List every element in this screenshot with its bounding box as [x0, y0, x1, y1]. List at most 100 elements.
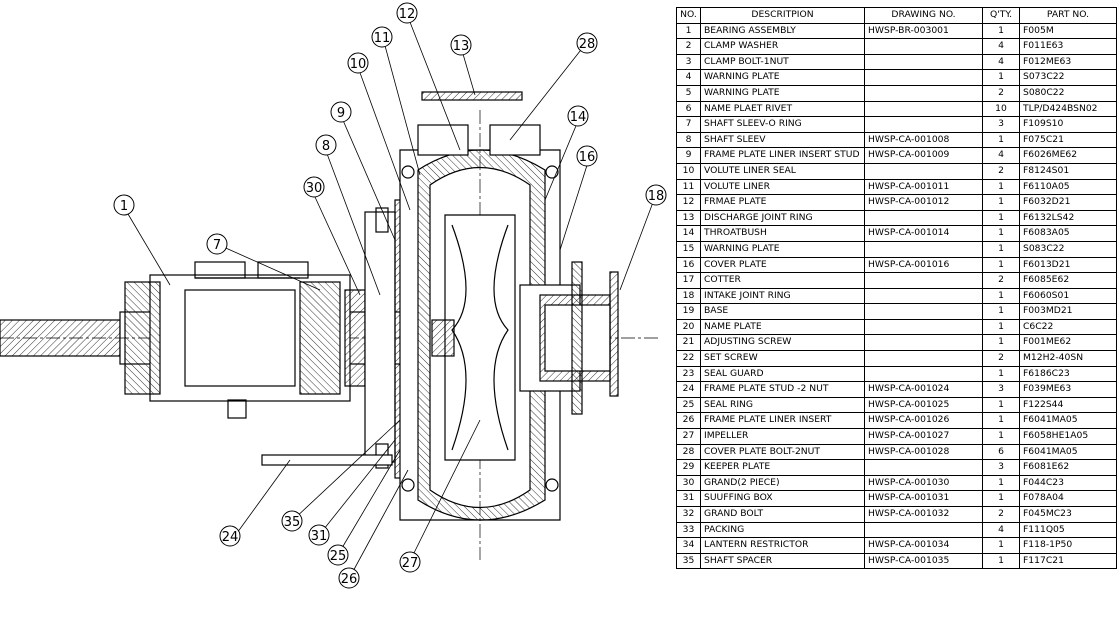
item-drawing-no: HWSP-CA-001034 [864, 537, 983, 554]
balloon-25: 25 [327, 544, 349, 566]
item-drawing-no [864, 287, 983, 305]
item-number: 18 [676, 287, 701, 305]
item-part-no: F122S44 [1019, 396, 1117, 414]
item-description: GRAND BOLT [700, 506, 865, 523]
item-part-no: F117C21 [1019, 552, 1117, 570]
svg-text:18: 18 [648, 189, 665, 204]
svg-text:12: 12 [399, 7, 416, 22]
item-drawing-no [864, 459, 983, 476]
item-part-no: F045MC23 [1019, 506, 1117, 523]
header-part-no: PART NO. [1019, 7, 1117, 24]
balloon-35: 35 [281, 510, 303, 532]
balloon-10: 10 [347, 52, 369, 74]
item-part-no: F109S10 [1019, 116, 1117, 133]
svg-text:35: 35 [284, 515, 301, 530]
item-part-no: F8124S01 [1019, 162, 1117, 180]
item-part-no: F011E63 [1019, 38, 1117, 55]
item-number: 9 [676, 147, 701, 164]
item-quantity: 1 [982, 69, 1020, 86]
item-description: COTTER [700, 272, 865, 289]
item-description: CLAMP WASHER [700, 38, 865, 55]
item-quantity: 1 [982, 552, 1020, 570]
svg-text:26: 26 [341, 572, 358, 587]
svg-text:8: 8 [322, 139, 330, 154]
balloon-18: 18 [645, 184, 667, 206]
item-number: 14 [676, 225, 701, 242]
balloon-26: 26 [338, 567, 360, 589]
item-drawing-no: HWSP-CA-001031 [864, 490, 983, 507]
item-number: 6 [676, 100, 701, 118]
item-number: 32 [676, 506, 701, 523]
item-drawing-no [864, 334, 983, 352]
item-description: BEARING ASSEMBLY [700, 22, 865, 40]
balloon-11: 11 [371, 26, 393, 48]
item-number: 5 [676, 84, 701, 102]
item-part-no: F012ME63 [1019, 53, 1117, 71]
item-drawing-no [864, 318, 983, 336]
pump-assembly-drawing: 1 7 30 8 9 10 11 12 13 28 14 16 18 24 35… [0, 2, 667, 589]
item-number: 28 [676, 443, 701, 461]
item-description: WARNING PLATE [700, 69, 865, 86]
balloon-7: 7 [206, 233, 228, 255]
item-quantity: 1 [982, 22, 1020, 40]
item-quantity: 10 [982, 100, 1020, 118]
balloon-9: 9 [330, 101, 352, 123]
item-description: SUUFFING BOX [700, 490, 865, 507]
item-drawing-no [864, 38, 983, 55]
item-quantity: 3 [982, 459, 1020, 476]
item-part-no: M12H2-40SN [1019, 350, 1117, 367]
item-part-no: F6041MA05 [1019, 412, 1117, 430]
item-quantity: 2 [982, 162, 1020, 180]
item-drawing-no: HWSP-BR-003001 [864, 22, 983, 40]
balloon-14: 14 [567, 105, 589, 127]
item-part-no: F039ME63 [1019, 381, 1117, 398]
item-number: 16 [676, 256, 701, 274]
item-part-no: F6085E62 [1019, 272, 1117, 289]
item-quantity: 3 [982, 116, 1020, 133]
item-part-no: C6C22 [1019, 318, 1117, 336]
item-part-no: TLP/D424BSN02 [1019, 100, 1117, 118]
impeller [431, 214, 516, 461]
item-description: INTAKE JOINT RING [700, 287, 865, 305]
item-number: 15 [676, 240, 701, 258]
item-part-no: F6081E62 [1019, 459, 1117, 476]
item-number: 29 [676, 459, 701, 476]
item-part-no: S073C22 [1019, 69, 1117, 86]
item-drawing-no: HWSP-CA-001032 [864, 506, 983, 523]
item-description: COVER PLATE [700, 256, 865, 274]
item-part-no: F6132LS42 [1019, 209, 1117, 227]
item-drawing-no [864, 240, 983, 258]
item-drawing-no: HWSP-CA-001009 [864, 147, 983, 164]
item-drawing-no: HWSP-CA-001024 [864, 381, 983, 398]
item-quantity: 1 [982, 209, 1020, 227]
item-drawing-no: HWSP-CA-001008 [864, 131, 983, 149]
item-number: 19 [676, 303, 701, 320]
item-description: VOLUTE LINER SEAL [700, 162, 865, 180]
item-quantity: 1 [982, 334, 1020, 352]
item-number: 4 [676, 69, 701, 86]
item-drawing-no [864, 84, 983, 102]
item-quantity: 1 [982, 365, 1020, 383]
bearing-assembly [124, 261, 366, 419]
item-part-no: F6041MA05 [1019, 443, 1117, 461]
item-quantity: 1 [982, 428, 1020, 445]
item-description: NAME PLATE [700, 318, 865, 336]
item-drawing-no: HWSP-CA-001027 [864, 428, 983, 445]
item-number: 35 [676, 552, 701, 570]
item-quantity: 1 [982, 474, 1020, 492]
item-description: WARNING PLATE [700, 240, 865, 258]
item-drawing-no: HWSP-CA-001016 [864, 256, 983, 274]
item-description: FRAME PLATE LINER INSERT [700, 412, 865, 430]
